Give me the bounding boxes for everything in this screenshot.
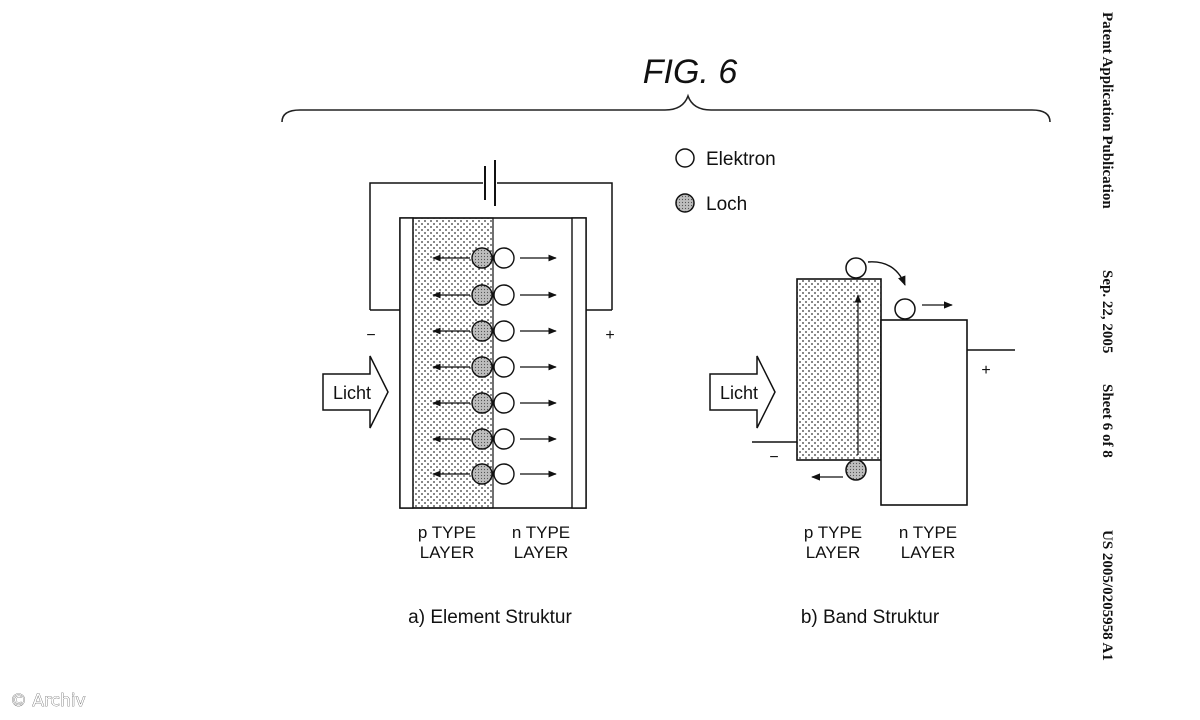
band-electron-top — [845, 257, 867, 279]
hole-circle — [471, 392, 493, 414]
figure-brace — [281, 93, 1051, 123]
electron-circle — [493, 463, 515, 485]
panel-a-p-layer-label-2: LAYER — [420, 543, 475, 562]
panel-b-n-layer-label-2: LAYER — [901, 543, 956, 562]
sidebar-sheet: Sheet 6 of 8 — [1099, 384, 1115, 458]
hole-circle — [471, 320, 493, 342]
panel-b-plus-sign: + — [981, 362, 990, 379]
hole-circle — [471, 247, 493, 269]
carrier-pairs — [432, 247, 557, 485]
image-credit: © Archiv — [10, 691, 86, 711]
hole-legend-icon — [675, 193, 695, 213]
panel-b-n-layer-label-1: n TYPE — [899, 523, 957, 542]
figure-title: FIG. 6 — [643, 53, 738, 91]
panel-b-band-structure: − + Licht p TYPE LAYER n TYPE LAYER b) B… — [709, 257, 1015, 628]
legend-electron-label: Elektron — [706, 149, 776, 170]
legend-hole-label: Loch — [706, 194, 747, 215]
electron-drop-arrow — [867, 261, 906, 286]
patent-sidebar: Patent Application Publication Sep. 22, … — [1099, 12, 1115, 661]
panel-b-p-layer-label-1: p TYPE — [804, 523, 862, 542]
panel-a-n-layer-label-2: LAYER — [514, 543, 569, 562]
panel-a-plus-sign: + — [605, 327, 614, 344]
panel-a-element-structure: − + Licht p TYPE LAYER n TYPE LAYER a) E… — [322, 160, 615, 628]
hole-circle — [471, 284, 493, 306]
sidebar-number: US 2005/0205958 A1 — [1099, 530, 1115, 661]
sidebar-date: Sep. 22, 2005 — [1099, 270, 1115, 353]
light-label-a: Licht — [333, 383, 371, 403]
electron-circle — [493, 392, 515, 414]
electrode-left — [399, 217, 414, 509]
panel-a-n-layer-label-1: n TYPE — [512, 523, 570, 542]
circuit-wire-left — [369, 182, 483, 310]
light-arrow-a: Licht — [322, 355, 389, 429]
band-p-type-block — [796, 278, 882, 461]
panel-a-minus-sign: − — [366, 327, 375, 344]
panel-b-minus-sign: − — [769, 449, 778, 466]
electron-circle — [493, 356, 515, 378]
circuit-wire-right — [497, 182, 613, 310]
electron-circle — [493, 320, 515, 342]
panel-b-caption: b) Band Struktur — [801, 607, 940, 628]
electron-circle — [493, 247, 515, 269]
electrode-right — [571, 217, 587, 509]
light-label-b: Licht — [720, 383, 758, 403]
hole-circle — [471, 356, 493, 378]
electron-circle — [493, 428, 515, 450]
electron-circle — [493, 284, 515, 306]
hole-circle — [471, 463, 493, 485]
sidebar-publication: Patent Application Publication — [1099, 12, 1115, 209]
band-n-type-block — [880, 319, 968, 506]
band-electron-n-side — [894, 298, 916, 320]
light-arrow-b: Licht — [709, 355, 776, 429]
electron-legend-icon — [675, 148, 695, 168]
hole-circle — [471, 428, 493, 450]
panel-b-p-layer-label-2: LAYER — [806, 543, 861, 562]
panel-a-caption: a) Element Struktur — [408, 607, 572, 628]
legend: Elektron Loch — [675, 148, 776, 215]
band-hole-bottom — [845, 459, 867, 481]
panel-a-p-layer-label-1: p TYPE — [418, 523, 476, 542]
